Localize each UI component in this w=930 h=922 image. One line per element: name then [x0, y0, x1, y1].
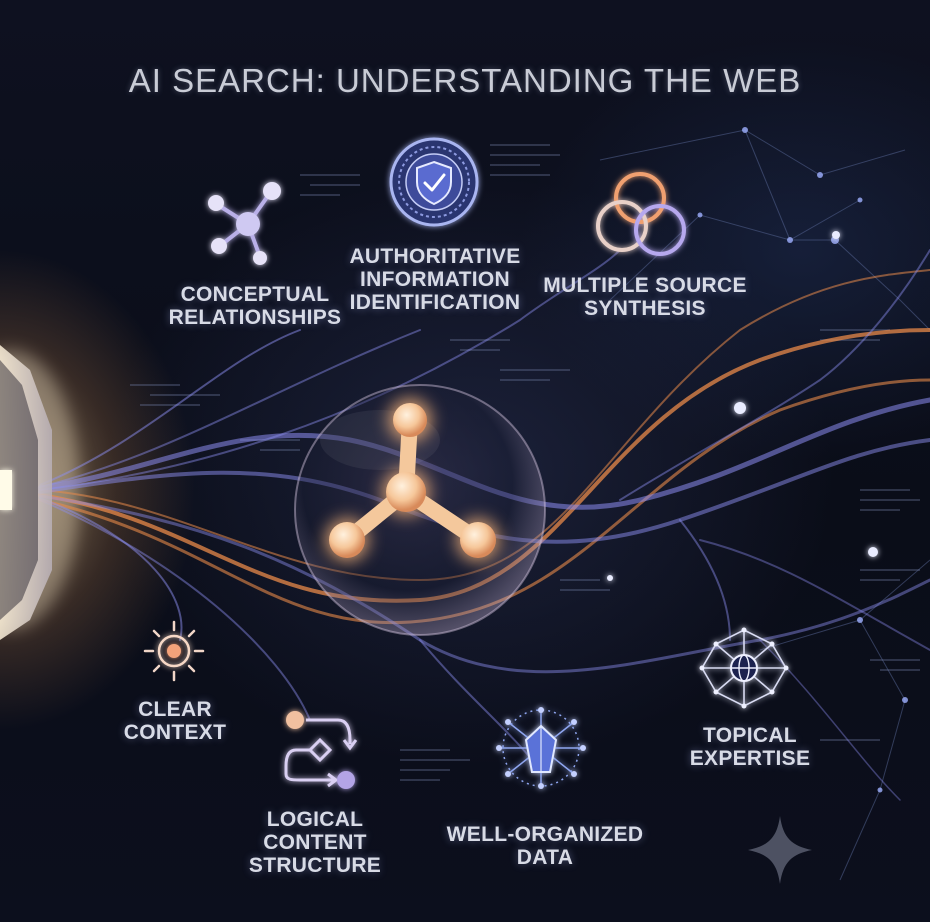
- label-line: CONTENT: [263, 831, 367, 854]
- label-line: TOPICAL: [703, 724, 797, 747]
- sunburst-lens-icon: [143, 620, 205, 682]
- web-globe-icon: [699, 627, 789, 709]
- label-line: SYNTHESIS: [584, 297, 706, 320]
- label-authoritative-information: AUTHORITATIVE INFORMATION IDENTIFICATION: [330, 245, 540, 314]
- label-logical-structure: LOGICAL CONTENT STRUCTURE: [240, 808, 390, 877]
- label-line: INFORMATION: [360, 268, 510, 291]
- label-conceptual-relationships: CONCEPTUAL RELATIONSHIPS: [160, 283, 350, 329]
- light-prism: [0, 345, 52, 640]
- label-line: CONCEPTUAL: [180, 283, 330, 306]
- label-line: CLEAR: [138, 698, 212, 721]
- label-line: WELL-ORGANIZED: [446, 823, 644, 846]
- interlocking-rings-icon: [596, 172, 686, 256]
- sparkle-icon: [748, 816, 812, 884]
- label-line: CONTEXT: [123, 721, 227, 744]
- label-clear-context: CLEAR CONTEXT: [110, 698, 240, 744]
- label-line: DATA: [516, 846, 574, 869]
- label-multiple-source: MULTIPLE SOURCE SYNTHESIS: [540, 274, 750, 320]
- stream-nodes: [607, 231, 878, 581]
- page-title: AI SEARCH: UNDERSTANDING THE WEB: [128, 62, 802, 99]
- shield-seal-icon: [389, 137, 479, 227]
- label-line: MULTIPLE SOURCE: [543, 274, 747, 297]
- label-topical-expertise: TOPICAL EXPERTISE: [680, 724, 820, 770]
- network-nodes: [697, 127, 908, 793]
- network-molecule-icon: [208, 182, 281, 265]
- label-line: IDENTIFICATION: [349, 291, 521, 314]
- label-well-organized: WELL-ORGANIZED DATA: [440, 823, 650, 869]
- label-line: STRUCTURE: [248, 854, 382, 877]
- flowchart-icon: [284, 711, 358, 789]
- crystal-network-icon: [496, 707, 586, 789]
- label-line: AUTHORITATIVE: [349, 245, 521, 268]
- central-molecule-icon: [325, 398, 500, 562]
- code-text-blocks: [130, 144, 920, 781]
- label-line: LOGICAL: [266, 808, 364, 831]
- label-line: RELATIONSHIPS: [168, 306, 342, 329]
- label-line: EXPERTISE: [689, 747, 811, 770]
